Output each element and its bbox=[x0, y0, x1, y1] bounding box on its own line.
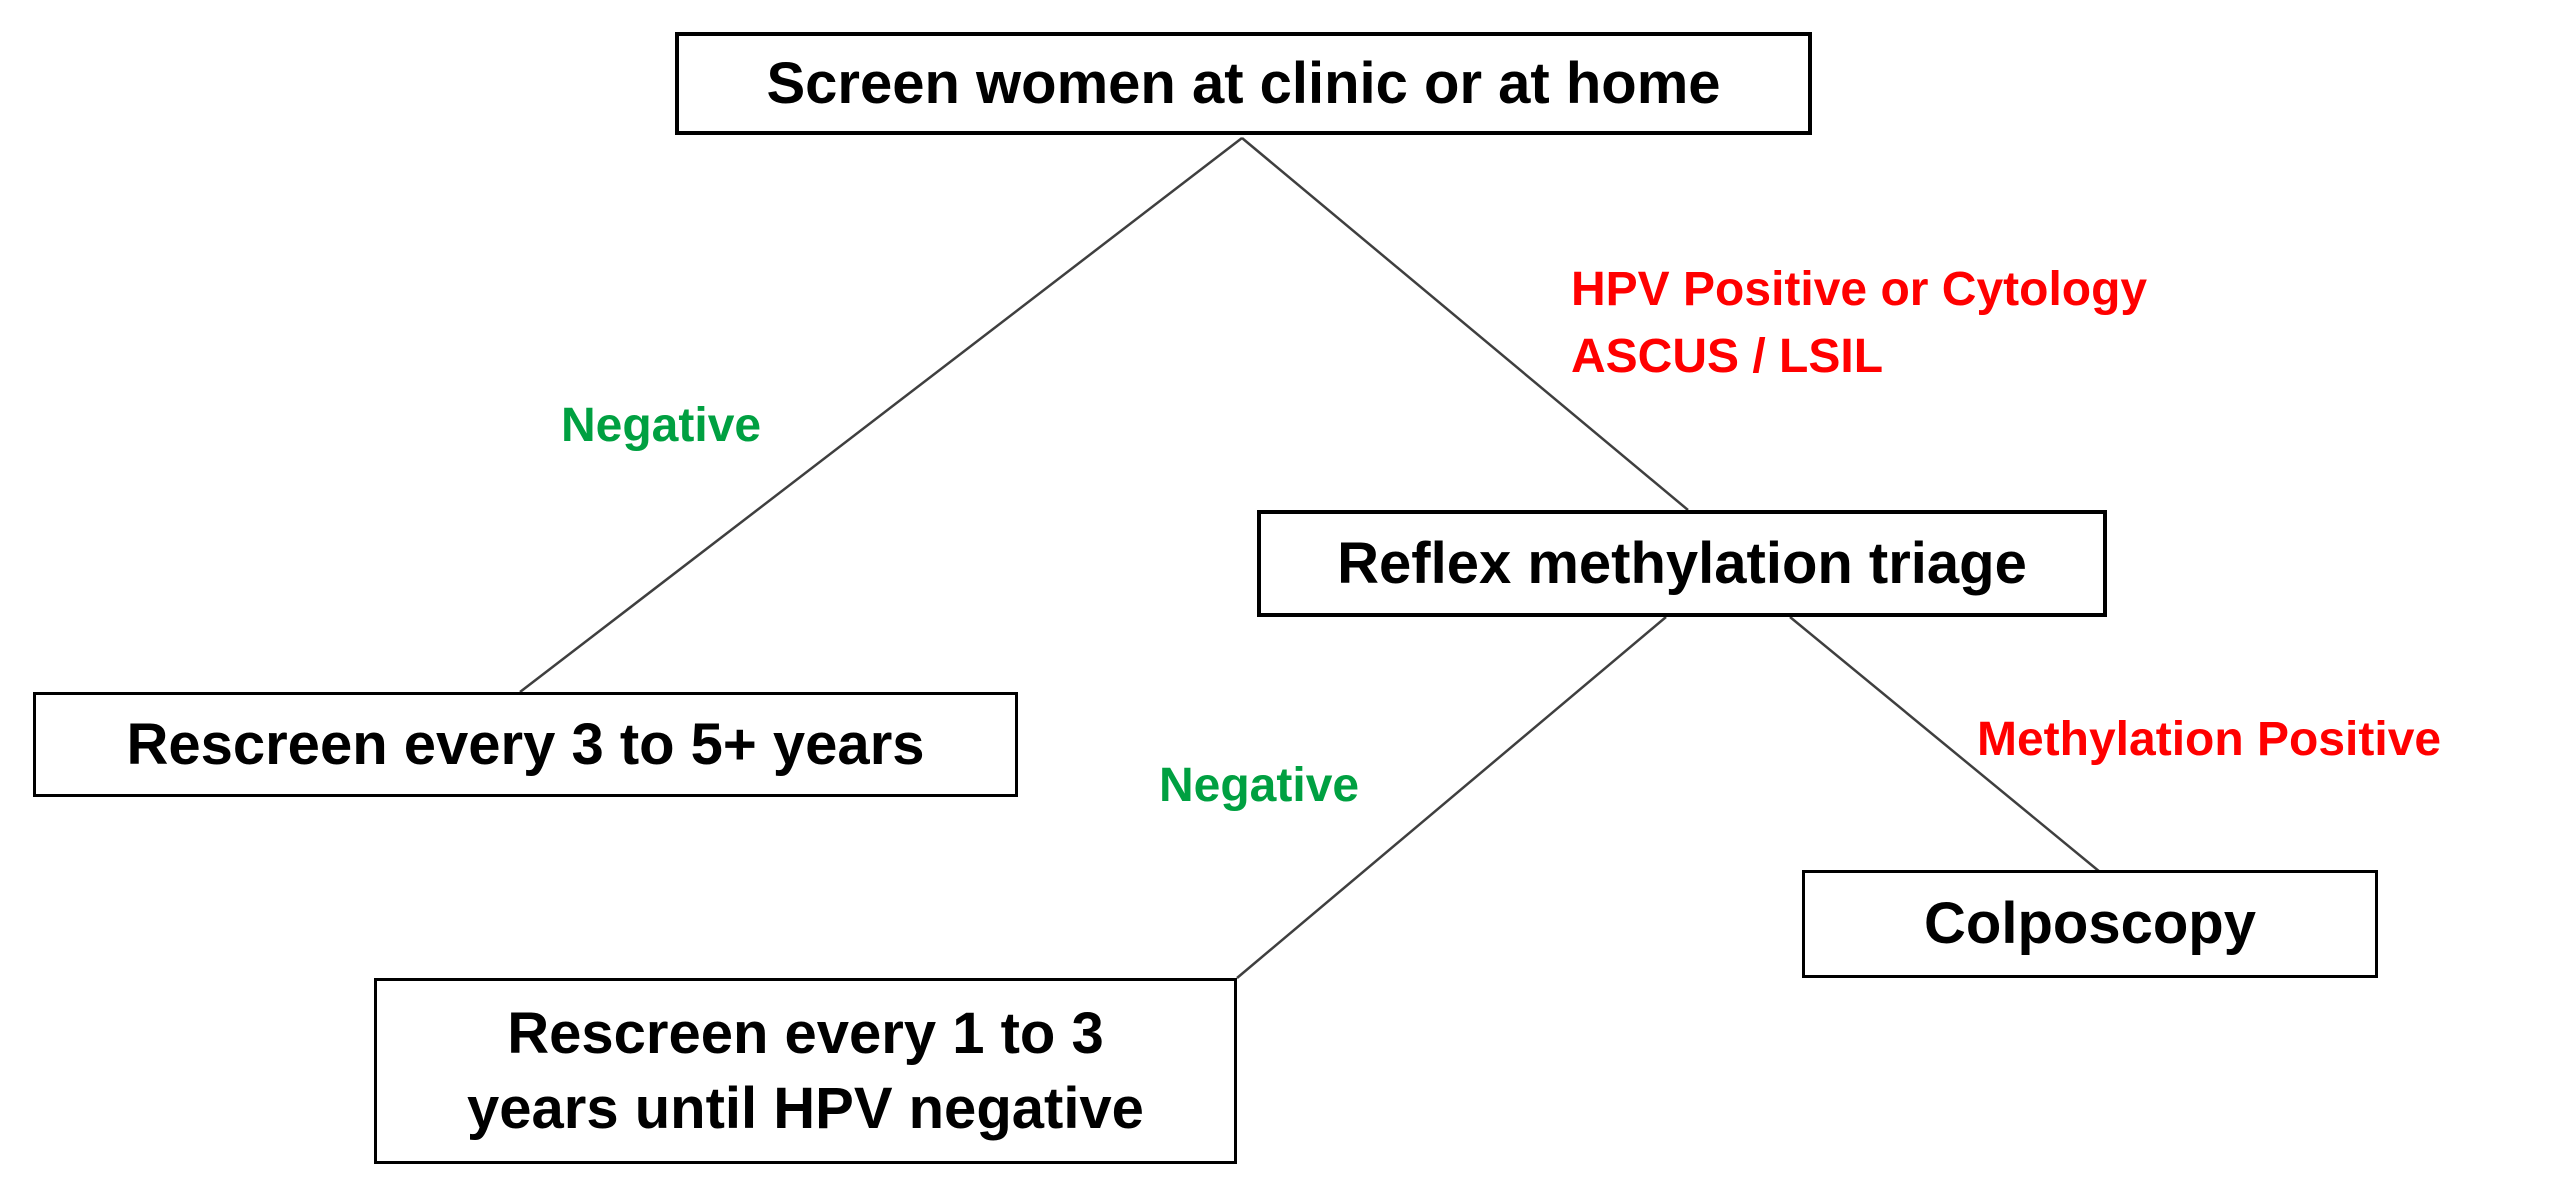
node-screen-women: Screen women at clinic or at home bbox=[675, 32, 1812, 135]
node-colposcopy: Colposcopy bbox=[1802, 870, 2378, 978]
edge-reflex-to-colposcopy bbox=[1789, 616, 2101, 873]
node-rescreen-3-5-years: Rescreen every 3 to 5+ years bbox=[33, 692, 1018, 797]
node-reflex-methylation-triage: Reflex methylation triage bbox=[1257, 510, 2107, 617]
edge-label-hpv-positive-or-cytology: HPV Positive or Cytology ASCUS / LSIL bbox=[1571, 263, 2148, 384]
edge-label-methylation-positive: Methylation Positive bbox=[1977, 713, 2442, 766]
edge-label-triage-negative: Negative bbox=[1159, 759, 1360, 812]
edge-label-screen-negative: Negative bbox=[561, 399, 762, 452]
edge-screen-to-rescreen35 bbox=[519, 137, 1243, 693]
node-rescreen-1-3-years: Rescreen every 1 to 3 years until HPV ne… bbox=[374, 978, 1237, 1164]
edge-reflex-to-rescreen13 bbox=[1236, 616, 1667, 979]
edge-screen-to-reflex bbox=[1241, 137, 1689, 511]
